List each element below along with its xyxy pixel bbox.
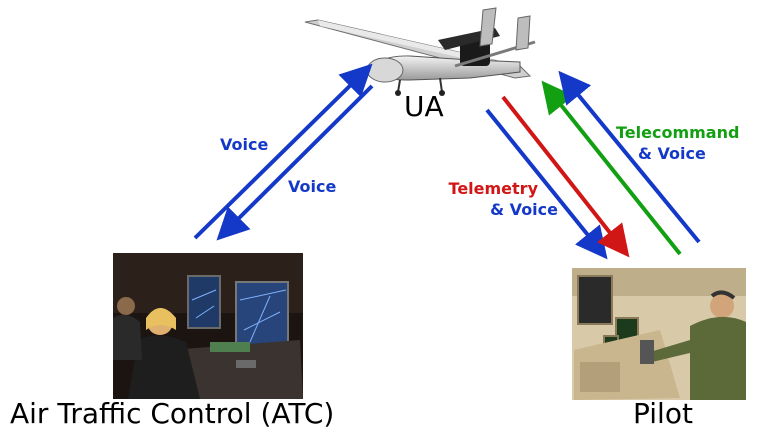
arrow-pilot-to-ua-telecommand-blue xyxy=(558,70,701,244)
atc-uplink-voice-label: Voice xyxy=(220,135,269,154)
arrow-atc-to-ua xyxy=(193,63,373,240)
arrow-ua-to-pilot-telemetry-blue xyxy=(485,108,608,260)
uav-drone-icon xyxy=(304,7,536,96)
pilot-label: Pilot xyxy=(633,397,693,430)
telecommand-label: Telecommand xyxy=(616,123,740,142)
atc-downlink-voice-label: Voice xyxy=(288,177,337,196)
arrow-pilot-to-ua-telecommand-green xyxy=(541,80,682,256)
atc-console-photo xyxy=(113,253,303,399)
telemetry-voice-label: & Voice xyxy=(490,200,558,219)
pilot-station-photo xyxy=(572,268,746,400)
ua-label: UA xyxy=(404,90,444,123)
arrow-ua-to-pilot-telemetry-red xyxy=(501,95,630,258)
telecommand-voice-label: & Voice xyxy=(638,144,706,163)
atc-label: Air Traffic Control (ATC) xyxy=(10,397,335,430)
telemetry-label: Telemetry xyxy=(448,179,538,198)
arrow-ua-to-atc xyxy=(216,84,374,241)
